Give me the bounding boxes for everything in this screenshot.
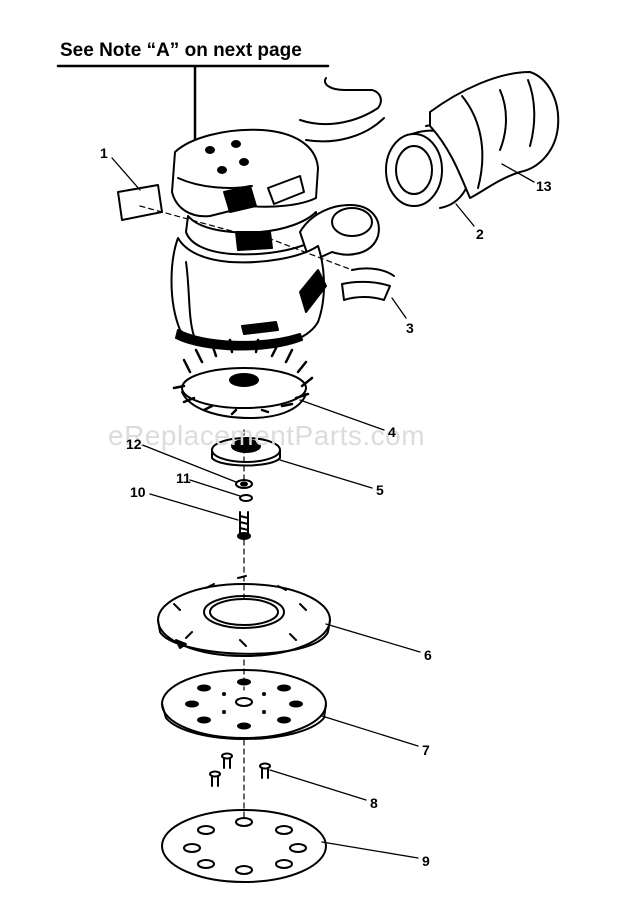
part-13-dust-bag xyxy=(429,71,560,199)
part-6-backing-plate xyxy=(157,575,331,657)
part-12-washer xyxy=(235,479,253,489)
note-title: See Note “A” on next page xyxy=(60,40,302,61)
callout-10: 10 xyxy=(130,484,146,500)
callout-12: 12 xyxy=(126,436,142,452)
callout-leaders xyxy=(111,157,535,859)
callout-9: 9 xyxy=(422,853,430,869)
callout-4: 4 xyxy=(388,424,396,440)
watermark-text: eReplacementParts.com xyxy=(108,420,426,451)
callout-7: 7 xyxy=(422,742,430,758)
part-8-pad-screws xyxy=(209,752,271,787)
callout-3: 3 xyxy=(406,320,414,336)
part-11-lock-washer xyxy=(239,494,253,502)
part-4-fan xyxy=(172,338,314,419)
callout-6: 6 xyxy=(424,647,432,663)
part-10-screw xyxy=(237,511,251,540)
assembly-axes xyxy=(139,205,353,821)
callout-8: 8 xyxy=(370,795,378,811)
part-3-label-sticker xyxy=(341,267,395,301)
sander-body xyxy=(170,77,385,351)
part-9-sanding-disc xyxy=(161,809,327,883)
callout-1: 1 xyxy=(100,145,108,161)
callout-2: 2 xyxy=(476,226,484,242)
callout-11: 11 xyxy=(176,470,191,486)
part-5-retainer xyxy=(211,437,281,467)
callout-5: 5 xyxy=(376,482,384,498)
callout-13: 13 xyxy=(536,178,552,194)
